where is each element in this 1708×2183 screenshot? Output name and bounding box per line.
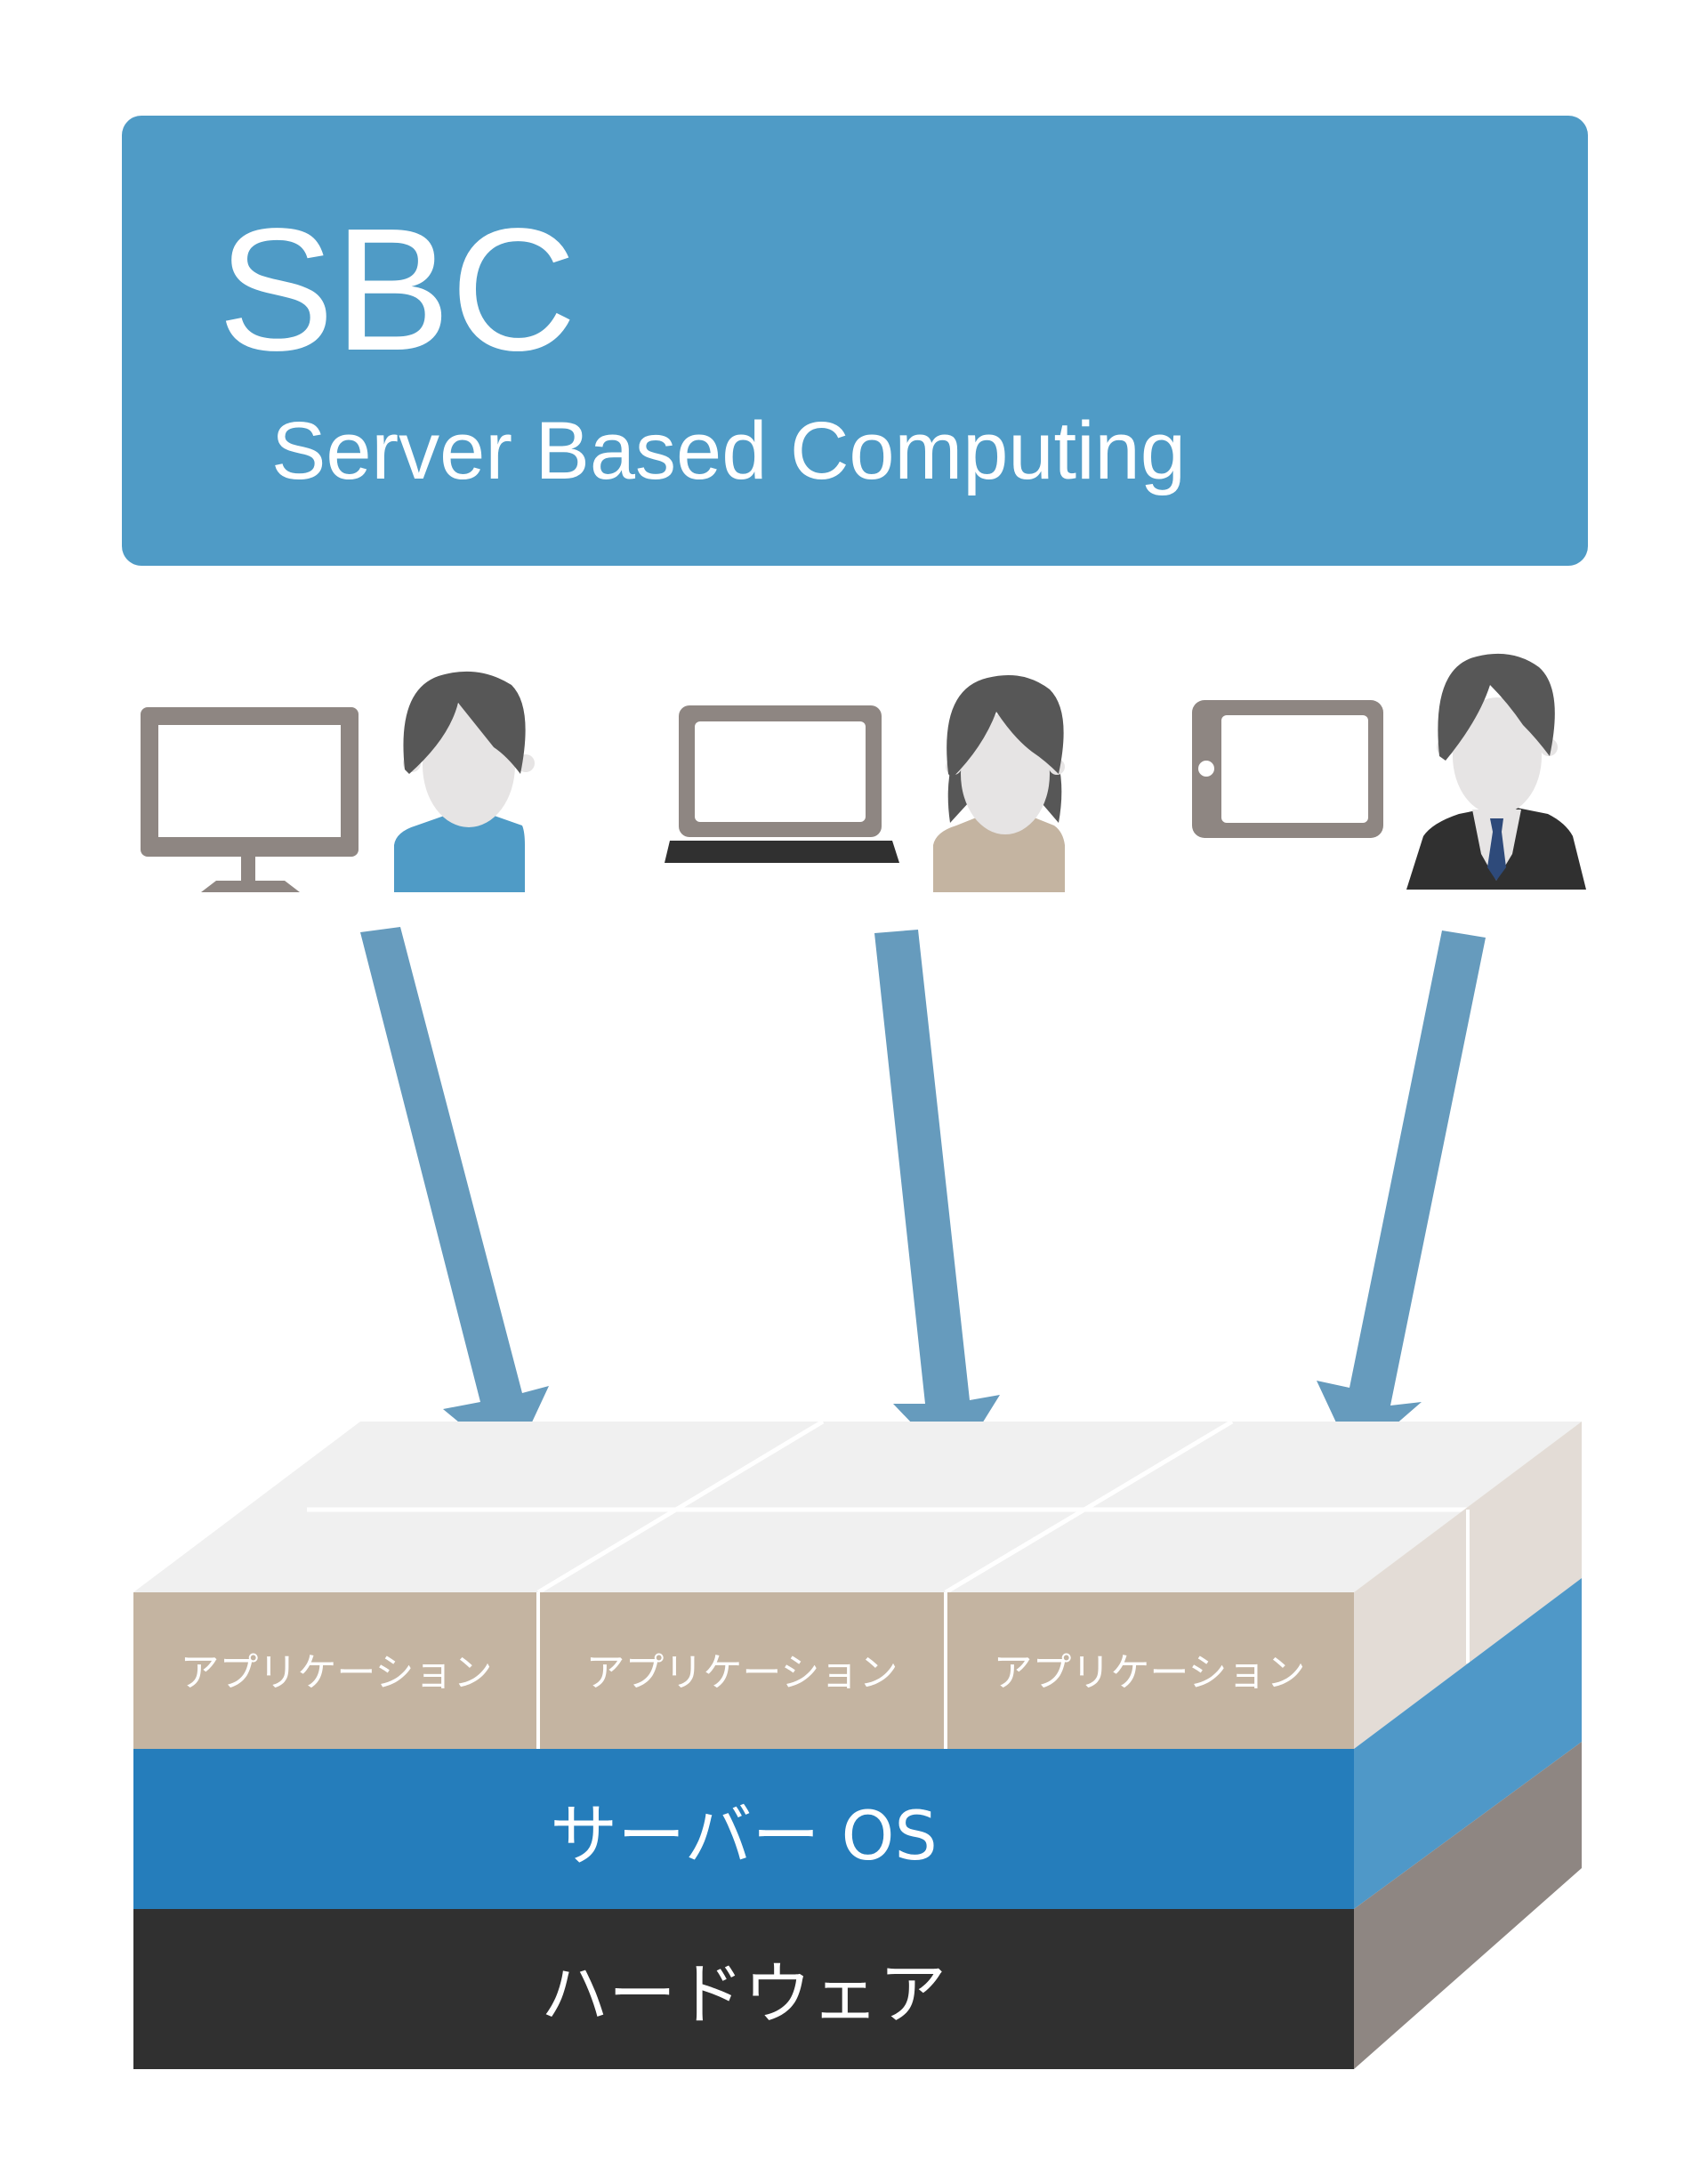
header-subtitle: Server Based Computing	[271, 406, 1186, 496]
app-label: アプリケーション	[585, 1650, 898, 1696]
os-label: サーバー OS	[550, 1796, 937, 1875]
businessman-suit-icon	[1406, 653, 1586, 890]
client-desktop-group	[141, 671, 535, 892]
server-stack: アプリケーション アプリケーション アプリケーション サーバー OS ハードウェ…	[133, 1419, 1582, 2069]
client-laptop-group	[665, 674, 1065, 892]
app-label: アプリケーション	[993, 1650, 1305, 1696]
os-layer	[133, 1749, 1354, 1909]
arrow-middle	[874, 930, 1000, 1468]
side-os	[1354, 1578, 1582, 1909]
hardware-layer	[133, 1909, 1354, 2069]
hardware-label: ハードウェア	[541, 1954, 947, 2034]
stack-top-face	[133, 1422, 1582, 1592]
header-banner: SBC Server Based Computing	[122, 116, 1588, 566]
tablet-icon	[1192, 700, 1383, 838]
client-tablet-group	[1192, 653, 1586, 890]
side-hardware	[1354, 1742, 1582, 2069]
access-arrows	[360, 927, 1486, 1468]
laptop-icon	[665, 705, 899, 863]
desktop-monitor-icon	[141, 707, 359, 892]
woman-beige-shirt-icon	[933, 674, 1065, 892]
arrow-right	[1317, 930, 1486, 1461]
arrow-left	[360, 927, 549, 1466]
app-label: アプリケーション	[180, 1650, 492, 1696]
man-blue-shirt-icon	[394, 671, 535, 892]
header-title: SBC	[218, 192, 576, 387]
